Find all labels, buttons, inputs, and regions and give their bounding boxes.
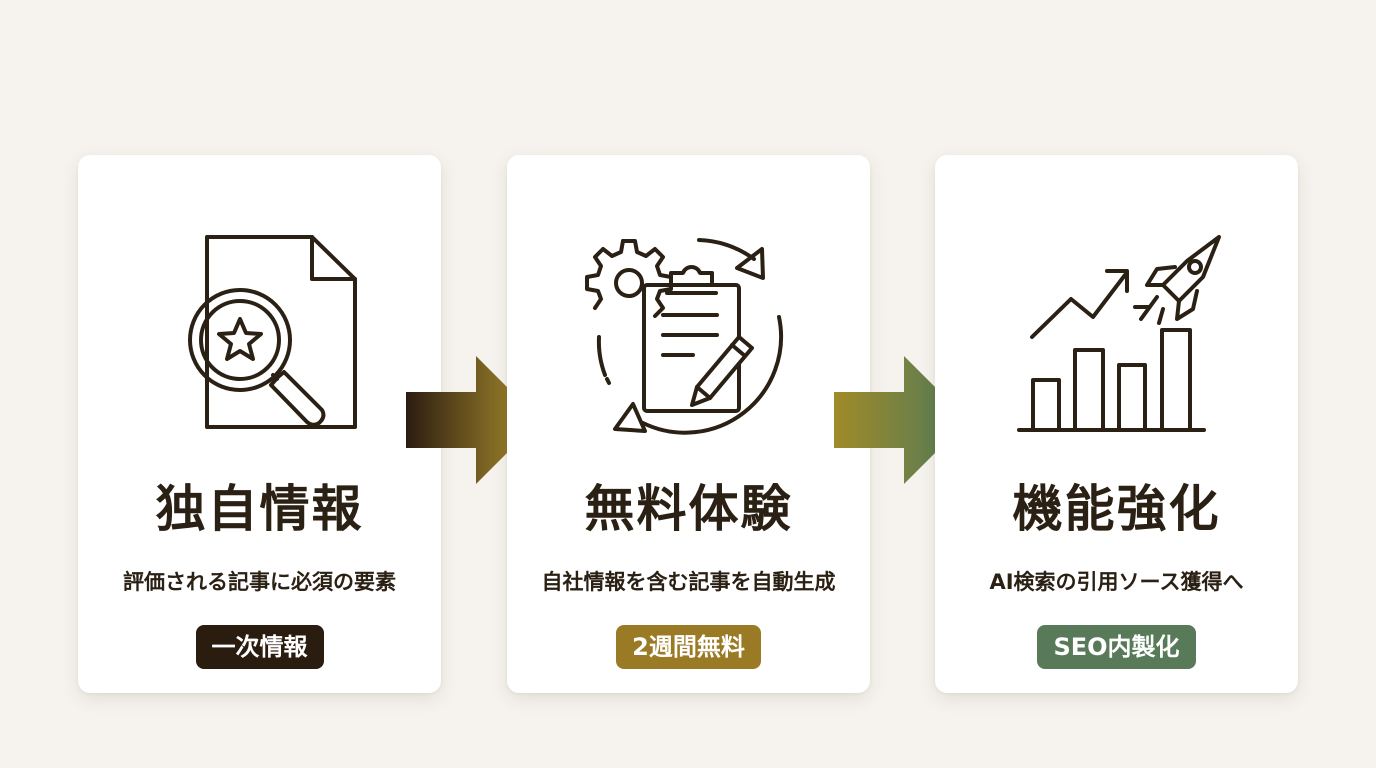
- clipboard-gear-cycle-icon: [507, 227, 870, 447]
- growth-chart-rocket-icon: [935, 227, 1298, 447]
- status-badge: SEO内製化: [1037, 625, 1196, 669]
- card-title: 機能強化: [1012, 479, 1221, 538]
- card-description: 自社情報を含む記事を自動生成: [541, 570, 836, 594]
- card-description: 評価される記事に必須の要素: [123, 570, 396, 594]
- status-badge: 一次情報: [195, 625, 324, 669]
- arrow-right-icon: [834, 356, 968, 484]
- step-card-3: 機能強化 AI検索の引用ソース獲得へ SEO内製化: [935, 155, 1298, 693]
- step-card-1: 独自情報 評価される記事に必須の要素 一次情報: [78, 155, 441, 693]
- arrow-right-icon: [406, 356, 540, 484]
- step-card-2: 無料体験 自社情報を含む記事を自動生成 2週間無料: [507, 155, 870, 693]
- status-badge: 2週間無料: [616, 625, 761, 669]
- card-description: AI検索の引用ソース獲得へ: [989, 570, 1244, 594]
- document-search-star-icon: [78, 227, 441, 447]
- card-title: 無料体験: [584, 479, 793, 538]
- card-title: 独自情報: [155, 479, 364, 538]
